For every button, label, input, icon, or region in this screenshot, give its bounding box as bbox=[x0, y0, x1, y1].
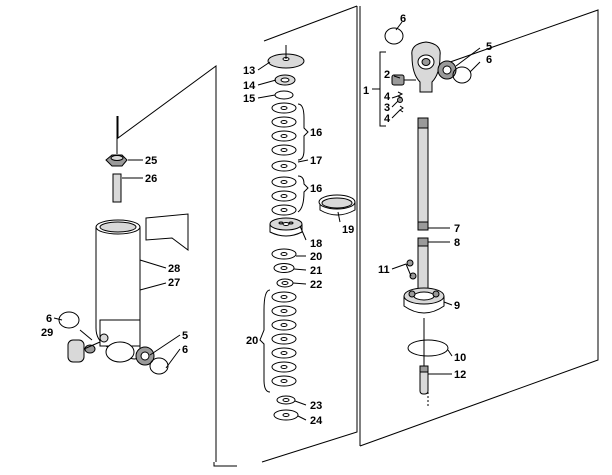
bolt-2 bbox=[391, 74, 416, 86]
callout-14: 14 bbox=[243, 80, 256, 92]
callout-20-lower: 20 bbox=[246, 335, 258, 347]
callout-6-left: 6 bbox=[46, 313, 52, 325]
callout-18: 18 bbox=[310, 238, 322, 250]
middle-leaders bbox=[257, 61, 341, 421]
right-panel-frame bbox=[359, 9, 599, 447]
piston-band-19 bbox=[318, 194, 356, 216]
callout-12: 12 bbox=[454, 369, 466, 381]
bushing-5-left bbox=[135, 346, 155, 366]
shim-15 bbox=[274, 90, 294, 100]
left-panel bbox=[116, 65, 217, 462]
piston-18 bbox=[269, 217, 303, 237]
reservoir-sleeve-28 bbox=[145, 213, 189, 251]
callout-20-upper: 20 bbox=[310, 251, 322, 263]
callout-17: 17 bbox=[310, 155, 322, 167]
callout-4-upper: 4 bbox=[384, 91, 391, 103]
washer-14 bbox=[274, 74, 296, 86]
shim-stack-16-upper bbox=[271, 102, 309, 172]
callout-6-right: 6 bbox=[486, 54, 492, 66]
callout-16-lower: 16 bbox=[310, 183, 322, 195]
callout-24: 24 bbox=[310, 415, 323, 427]
spring-4-upper bbox=[396, 91, 404, 99]
shim-stack-16-lower bbox=[271, 175, 309, 216]
callout-23: 23 bbox=[310, 400, 322, 412]
callout-11: 11 bbox=[378, 264, 390, 276]
washer-13 bbox=[267, 45, 305, 69]
screws-11 bbox=[406, 259, 417, 280]
o-ring-10 bbox=[407, 339, 449, 357]
spring-4-lower bbox=[399, 105, 404, 113]
callout-labels: 6 1 2 4 3 4 5 6 7 8 11 9 10 12 13 14 15 … bbox=[41, 13, 492, 427]
o-ring-6-lower bbox=[149, 357, 169, 375]
bushing-5-right bbox=[437, 60, 457, 80]
shaft-7 bbox=[417, 117, 429, 231]
middle-panel-frame bbox=[261, 6, 358, 463]
middle-panel bbox=[213, 5, 358, 467]
callout-8: 8 bbox=[454, 237, 460, 249]
callout-29: 29 bbox=[41, 327, 53, 339]
o-ring-6-top bbox=[384, 27, 404, 45]
callout-16-upper: 16 bbox=[310, 127, 322, 139]
right-leaders bbox=[372, 21, 481, 375]
callout-7: 7 bbox=[454, 223, 460, 235]
stud-26 bbox=[112, 173, 122, 203]
callout-22: 22 bbox=[310, 279, 322, 291]
shim-stack-20-lower bbox=[259, 289, 297, 393]
fitting-29 bbox=[67, 339, 101, 363]
callout-9: 9 bbox=[454, 300, 460, 312]
callout-10: 10 bbox=[454, 352, 466, 364]
callout-15: 15 bbox=[243, 93, 255, 105]
callout-6-top: 6 bbox=[400, 13, 406, 25]
right-panel bbox=[359, 6, 599, 447]
callout-5-left: 5 bbox=[182, 330, 188, 342]
eyelet-1 bbox=[411, 41, 441, 93]
callout-28: 28 bbox=[168, 263, 180, 275]
callout-13: 13 bbox=[243, 65, 255, 77]
callout-2: 2 bbox=[384, 69, 390, 81]
callout-25: 25 bbox=[145, 155, 157, 167]
callout-26: 26 bbox=[145, 173, 157, 185]
callout-1: 1 bbox=[363, 85, 369, 97]
callout-27: 27 bbox=[168, 277, 180, 289]
callout-21: 21 bbox=[310, 265, 322, 277]
left-leaders bbox=[53, 159, 181, 369]
callout-3: 3 bbox=[384, 102, 390, 114]
callout-4-lower: 4 bbox=[384, 113, 391, 125]
bumper-9 bbox=[403, 287, 445, 372]
end-fitting-12 bbox=[419, 365, 429, 395]
callout-5-right: 5 bbox=[486, 41, 492, 53]
o-ring-6-right bbox=[452, 66, 472, 84]
callout-19: 19 bbox=[342, 224, 354, 236]
callout-6-lower: 6 bbox=[182, 344, 188, 356]
shock-body-27 bbox=[95, 219, 141, 363]
left-panel-frame bbox=[117, 65, 217, 462]
nut-25 bbox=[105, 154, 128, 167]
o-ring-6-left bbox=[58, 311, 80, 329]
